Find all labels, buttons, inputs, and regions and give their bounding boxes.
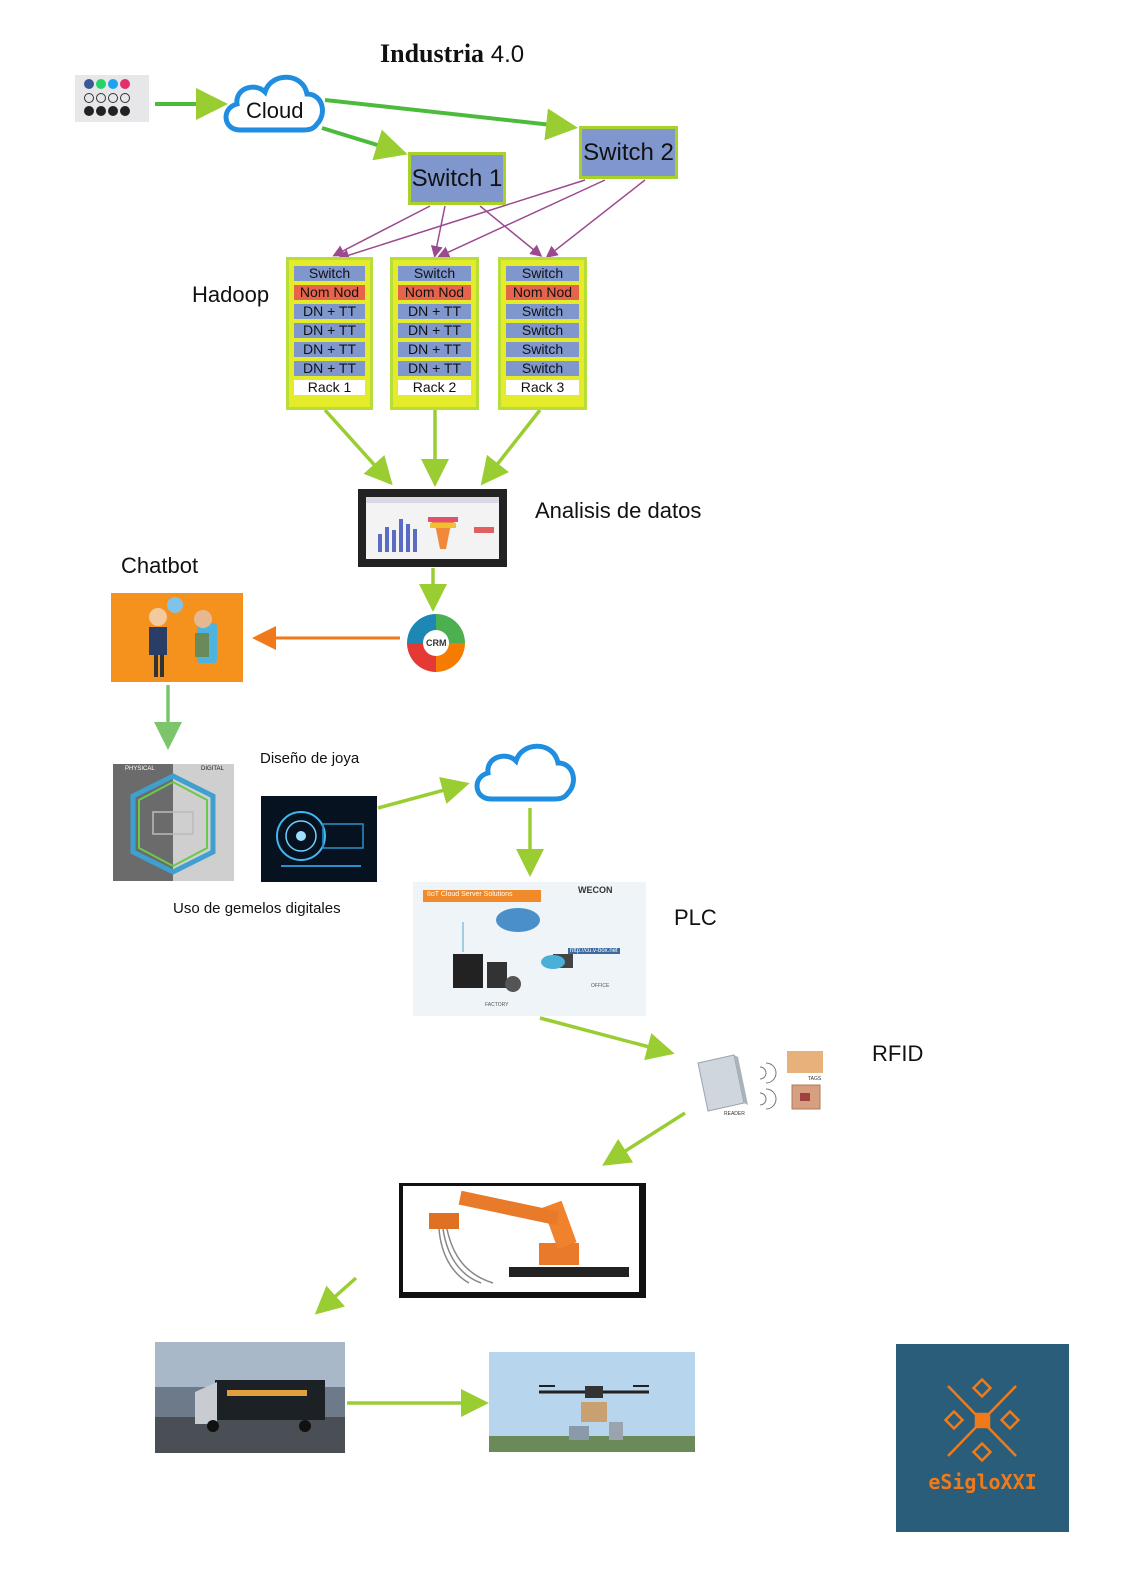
crm-icon xyxy=(407,614,465,672)
arrow-sw2-rack3 xyxy=(545,179,646,258)
digital-twins-image: PHYSICAL DIGITAL xyxy=(113,764,234,881)
arrow-sw1-rack3 xyxy=(479,205,543,257)
chatbot-label: Chatbot xyxy=(121,553,199,578)
esigloxxi-logo: eSigloXXI xyxy=(896,1344,1069,1532)
analysis-label: Analisis de datos xyxy=(535,498,702,523)
arrow-rack1-analysis xyxy=(323,408,393,486)
rack-cell: DN + TT xyxy=(294,342,365,357)
rack-name: Rack 2 xyxy=(398,380,471,395)
switch-2-box: Switch 2 xyxy=(579,126,678,179)
cloud-label: Cloud xyxy=(246,98,304,123)
plc-url: http://cu.v-box.net xyxy=(568,948,620,954)
rack-cell: DN + TT xyxy=(294,323,365,338)
arrow-sw1-rack1 xyxy=(332,205,431,257)
analysis-tablet-image xyxy=(358,489,507,567)
arrow-robot-truck xyxy=(314,1276,358,1315)
plc-factory: FACTORY xyxy=(485,1002,509,1008)
arrow-jewel-cloud xyxy=(377,776,470,810)
rack-cell: DN + TT xyxy=(398,342,471,357)
logo-text: eSigloXXI xyxy=(928,1470,1037,1494)
rack-cell: DN + TT xyxy=(398,323,471,338)
plc-brand: WECON xyxy=(578,885,613,895)
rack-cell: Nom Nod xyxy=(294,285,365,300)
rack-name: Rack 1 xyxy=(294,380,365,395)
rfid-reader-label: READER xyxy=(724,1111,745,1117)
rack-cell: Nom Nod xyxy=(398,285,471,300)
arrow-rack3-analysis xyxy=(480,408,542,486)
rack-cell: Switch xyxy=(294,266,365,281)
arrow-cloud-switch1 xyxy=(321,126,408,161)
rack-cell: Switch xyxy=(398,266,471,281)
rack-cell: DN + TT xyxy=(294,304,365,319)
rfid-tags-label: TAGS xyxy=(808,1076,822,1082)
rack-cell: Switch xyxy=(506,342,579,357)
arrow-cloud-switch2 xyxy=(324,98,578,141)
arrow-sw1-rack2 xyxy=(430,205,446,258)
truck-image xyxy=(155,1342,345,1453)
cloud-icon xyxy=(474,743,576,802)
switch-2-label: Switch 2 xyxy=(583,138,674,166)
rfid-image: TAGS READER xyxy=(694,1045,830,1123)
physical-label: PHYSICAL xyxy=(125,766,155,772)
plc-image: IIoT Cloud Server Solutions WECON http:/… xyxy=(413,882,646,1016)
arrow-rfid-robot xyxy=(602,1111,686,1166)
jewel-design-image xyxy=(261,796,377,882)
rack-3: Switch Nom Nod Switch Switch Switch Swit… xyxy=(498,257,587,410)
digital-label: DIGITAL xyxy=(201,766,224,772)
rack-cell: Nom Nod xyxy=(506,285,579,300)
rack-cell: DN + TT xyxy=(398,304,471,319)
diagram-title: Industria 4.0 xyxy=(380,39,525,68)
social-media-icons xyxy=(75,75,149,122)
arrow-plc-rfid xyxy=(539,1016,675,1061)
crm-label: CRM xyxy=(426,638,447,648)
rack-cell: DN + TT xyxy=(294,361,365,376)
jewel-design-label: Diseño de joya xyxy=(260,750,360,767)
cloud-icon xyxy=(223,74,325,133)
rack-cell: Switch xyxy=(506,323,579,338)
drone-image xyxy=(489,1352,695,1452)
rack-cell: Switch xyxy=(506,304,579,319)
rack-name: Rack 3 xyxy=(506,380,579,395)
robot-image xyxy=(399,1183,646,1298)
chatbot-image xyxy=(111,593,243,682)
rack-1: Switch Nom Nod DN + TT DN + TT DN + TT D… xyxy=(286,257,373,410)
plc-label: PLC xyxy=(674,905,717,930)
switch-1-box: Switch 1 xyxy=(408,152,506,205)
rack-2: Switch Nom Nod DN + TT DN + TT DN + TT D… xyxy=(390,257,479,410)
rack-cell: Switch xyxy=(506,266,579,281)
digital-twins-label: Uso de gemelos digitales xyxy=(173,900,341,917)
rack-cell: Switch xyxy=(506,361,579,376)
arrow-sw2-rack2 xyxy=(437,179,606,258)
rfid-label: RFID xyxy=(872,1041,924,1066)
hadoop-label: Hadoop xyxy=(192,282,270,307)
rack-cell: DN + TT xyxy=(398,361,471,376)
switch-1-label: Switch 1 xyxy=(411,164,503,192)
plc-office: OFFICE xyxy=(591,983,610,989)
arrow-sw2-rack1 xyxy=(337,179,586,261)
plc-banner: IIoT Cloud Server Solutions xyxy=(427,891,513,898)
